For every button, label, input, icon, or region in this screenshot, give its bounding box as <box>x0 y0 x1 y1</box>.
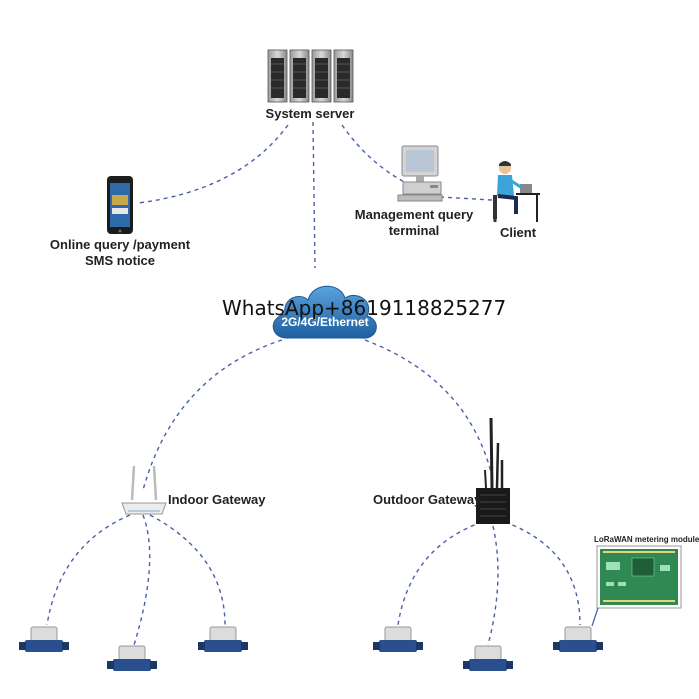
link-server-cloud <box>312 121 316 269</box>
link-outdoor-meter-1 <box>397 521 483 626</box>
network-cloud-icon <box>272 285 377 339</box>
link-server-terminal <box>341 124 411 186</box>
water-meter-1 <box>19 626 69 652</box>
client-person-icon <box>493 161 540 222</box>
lorawan-module-label: LoRaWAN metering module <box>594 535 699 544</box>
water-meter-5 <box>463 645 513 671</box>
whatsapp-watermark: WhatsApp+8619118825277 <box>222 296 507 320</box>
link-indoor-meter-3 <box>149 514 226 626</box>
smartphone-icon <box>107 176 133 234</box>
link-indoor-meter-1 <box>46 514 131 626</box>
online-query-line-2: SMS notice <box>84 253 156 268</box>
water-meter-4 <box>373 626 423 652</box>
water-meter-2 <box>107 645 157 671</box>
management-terminal-line-1: Management query <box>354 207 474 222</box>
outdoor-gateway-label: Outdoor Gateway <box>373 492 482 507</box>
indoor-router-icon <box>121 465 167 515</box>
client-label: Client <box>499 225 537 240</box>
outdoor-gateway-icon <box>476 417 510 524</box>
link-cloud-indoor <box>142 339 283 491</box>
system-server-label: System server <box>265 106 355 121</box>
server-rack-icon <box>267 49 354 103</box>
link-terminal-client <box>439 196 493 201</box>
online-query-label: Online query /payment SMS notice <box>50 237 190 269</box>
link-indoor-meter-2 <box>133 514 151 646</box>
link-cloud-outdoor <box>364 339 494 481</box>
water-meter-6 <box>553 626 603 652</box>
water-meter-3 <box>198 626 248 652</box>
management-terminal-label: Management query terminal <box>355 207 473 239</box>
link-server-phone <box>137 124 289 204</box>
link-outdoor-meter-2 <box>487 525 499 646</box>
indoor-gateway-label: Indoor Gateway <box>168 492 266 507</box>
online-query-line-1: Online query /payment <box>49 237 191 252</box>
network-label: 2G/4G/Ethernet <box>281 315 369 329</box>
computer-terminal-icon <box>397 145 443 202</box>
link-outdoor-meter-3 <box>504 521 581 626</box>
connection-lines <box>46 121 581 646</box>
lorawan-module-icon <box>591 545 682 627</box>
management-terminal-line-2: terminal <box>388 223 440 238</box>
